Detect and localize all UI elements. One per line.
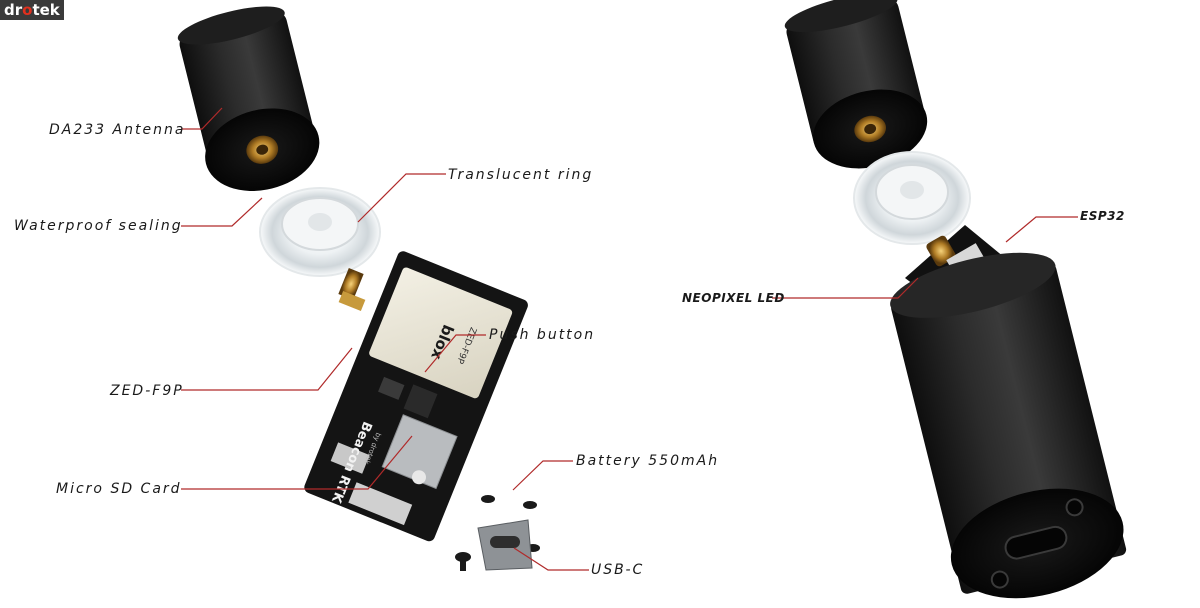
label-da233-antenna: DA233 Antenna — [49, 122, 186, 138]
drotek-logo: drotek — [0, 0, 64, 20]
antenna-left — [177, 6, 320, 191]
housing-cylinder — [890, 252, 1127, 599]
label-usb-c: USB-C — [591, 562, 645, 578]
leader-neopixel — [772, 277, 919, 299]
translucent-ring-right — [853, 151, 971, 245]
sma-connector — [338, 268, 366, 312]
leader-lines — [181, 107, 1078, 571]
leader-antenna — [181, 107, 223, 130]
label-battery-550mah: Battery 550mAh — [576, 453, 720, 469]
leader-battery — [512, 460, 573, 491]
label-zed-f9p: ZED-F9P — [110, 383, 184, 399]
translucent-ring-left — [259, 187, 381, 277]
antenna-right — [784, 0, 928, 169]
label-push-button: Push button — [489, 327, 596, 343]
label-neopixel-led: NEOPIXEL LED — [682, 291, 785, 305]
leader-usb — [513, 547, 589, 571]
leader-sd — [181, 435, 413, 490]
leader-push-button — [424, 334, 486, 373]
leader-translucent — [357, 173, 446, 223]
leader-waterproof — [181, 197, 263, 227]
usb-c-part — [477, 519, 533, 571]
label-micro-sd-card: Micro SD Card — [56, 481, 182, 497]
label-esp32: ESP32 — [1080, 209, 1125, 223]
leader-zed — [181, 347, 353, 391]
pcb-board: blox ZED-F9P Beacon RTK by drotek — [304, 251, 528, 542]
label-translucent-ring: Translucent ring — [448, 167, 594, 183]
leader-esp32 — [1005, 216, 1078, 243]
label-waterproof-sealing: Waterproof sealing — [14, 218, 183, 234]
